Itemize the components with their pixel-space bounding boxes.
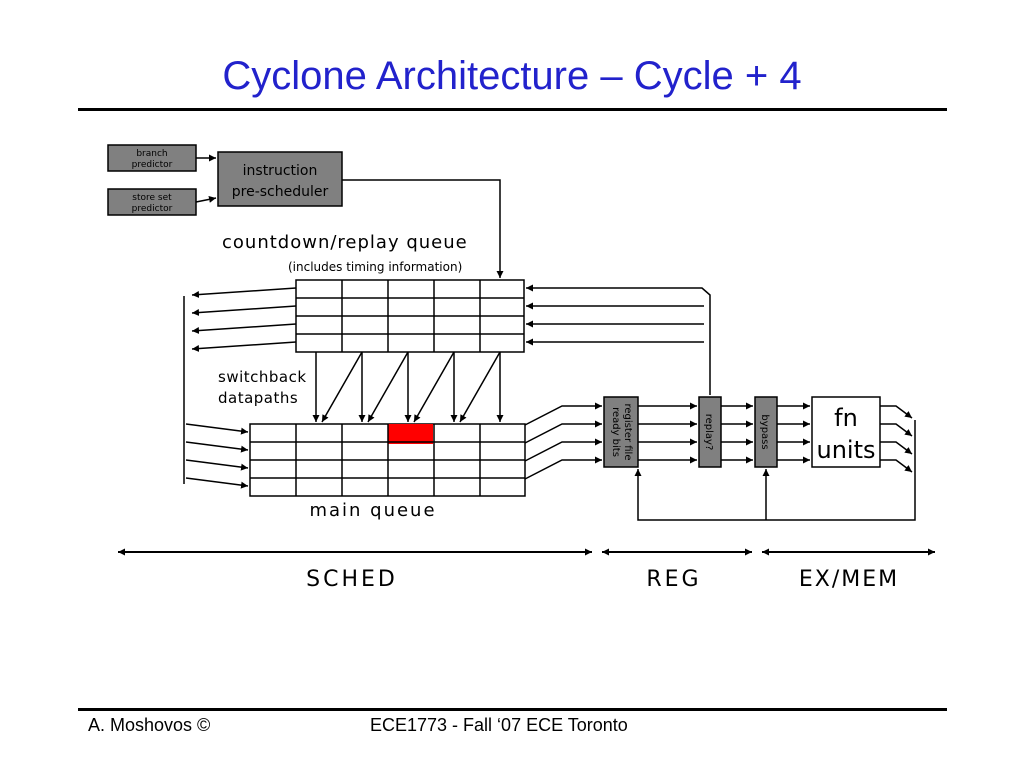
store-set-arrow xyxy=(195,195,217,203)
register-file: register file ready bits xyxy=(603,396,639,468)
fn-units: fn units xyxy=(811,396,881,468)
result-feedback-loop xyxy=(634,420,916,521)
instruction-pre-scheduler: instruction pre-scheduler xyxy=(217,151,343,207)
switchback-label-2: datapaths xyxy=(218,389,298,407)
bypass-label: bypass xyxy=(759,414,770,449)
countdown-left-outputs xyxy=(183,287,297,484)
pre-scheduler-label-2: pre-scheduler xyxy=(232,184,329,200)
switchback-label-1: switchback xyxy=(218,368,307,386)
replay-to-bypass-arrows xyxy=(721,402,753,464)
switchback-datapaths xyxy=(312,351,504,423)
bypass-to-fn-arrows xyxy=(777,402,810,464)
highlighted-entry xyxy=(388,424,433,444)
main-queue-label: main queue xyxy=(309,500,436,521)
countdown-queue-title: countdown/replay queue xyxy=(222,232,468,253)
branch-predictor-label-1: branch xyxy=(136,149,167,159)
stage-exmem-label: EX/MEM xyxy=(799,567,899,592)
pre-scheduler-to-queue-arrow xyxy=(342,179,504,278)
store-set-predictor-label-1: store set xyxy=(132,193,172,203)
footer-course: ECE1773 - Fall ‘07 ECE Toronto xyxy=(370,715,628,735)
stage-reg-label: REG xyxy=(646,567,701,592)
regfile-to-replay-arrows xyxy=(638,402,697,464)
register-file-label-1: register file xyxy=(622,404,633,461)
branch-predictor-label-2: predictor xyxy=(132,160,173,170)
fn-units-outputs xyxy=(880,405,913,473)
slide-title: Cyclone Architecture – Cycle + 4 xyxy=(222,54,802,98)
stage-sched-label: SCHED xyxy=(306,567,398,592)
countdown-replay-queue xyxy=(295,279,525,353)
replay-label: replay? xyxy=(703,414,714,451)
footer-author: A. Moshovos © xyxy=(88,715,211,735)
title-rule xyxy=(78,108,947,111)
main-queue-left-inputs xyxy=(185,423,249,489)
branch-predictor: branch predictor xyxy=(107,144,197,172)
footer-rule xyxy=(78,708,947,711)
main-queue xyxy=(249,423,526,497)
replay-box: replay? xyxy=(698,396,722,468)
store-set-predictor: store set predictor xyxy=(107,188,197,216)
bypass-box: bypass xyxy=(754,396,778,468)
fn-units-label-1: fn xyxy=(834,404,858,432)
pre-scheduler-label-1: instruction xyxy=(243,163,318,179)
store-set-predictor-label-2: predictor xyxy=(132,204,173,214)
register-file-label-2: ready bits xyxy=(610,407,621,457)
countdown-feedback-inputs xyxy=(526,284,711,395)
fn-units-label-2: units xyxy=(816,436,875,464)
main-queue-outputs xyxy=(524,402,602,480)
countdown-queue-subtitle: (includes timing information) xyxy=(288,260,462,274)
